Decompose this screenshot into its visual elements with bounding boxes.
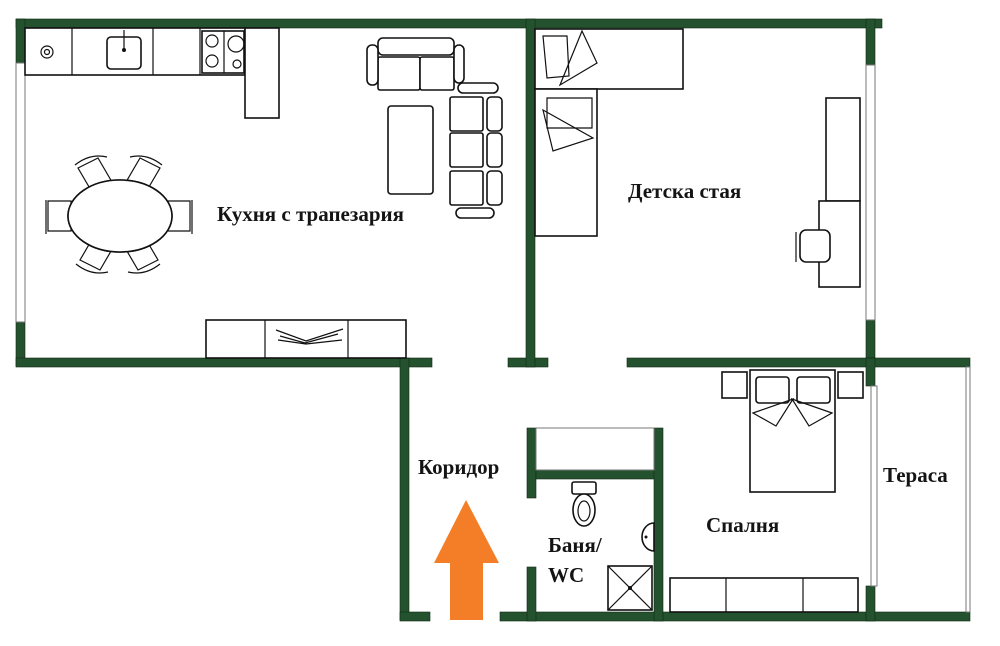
double-bed-icon (721, 369, 864, 493)
windows (15, 62, 971, 613)
stove-icon (201, 30, 245, 74)
tv-unit-icon (205, 319, 407, 359)
desk-chair-icon (795, 229, 831, 263)
entrance-arrow-icon (434, 500, 499, 620)
room-label-bedroom: Спалня (706, 513, 780, 537)
sink-icon (106, 30, 142, 70)
bunk-bed-icon (534, 28, 684, 237)
dining-table-icon (45, 155, 193, 274)
sofa-icon (366, 37, 503, 219)
walls (15, 18, 971, 622)
room-label-kitchen: Кухня с трапезария (217, 202, 404, 226)
wardrobe-icon (669, 577, 859, 613)
washing-machine-icon (40, 45, 54, 59)
desk-icon (818, 97, 861, 288)
shower-icon (607, 565, 653, 611)
room-label-corridor: Коридор (418, 455, 500, 479)
room-label-kids-room: Детска стая (628, 179, 742, 203)
room-label-bathroom-line2: WC (548, 563, 585, 587)
toilet-icon (571, 481, 597, 527)
washbasin-icon (641, 522, 655, 552)
room-label-terrace: Тераса (883, 463, 948, 487)
room-label-bathroom-line1: Баня/ (548, 533, 602, 557)
coffee-table-icon (387, 105, 434, 195)
